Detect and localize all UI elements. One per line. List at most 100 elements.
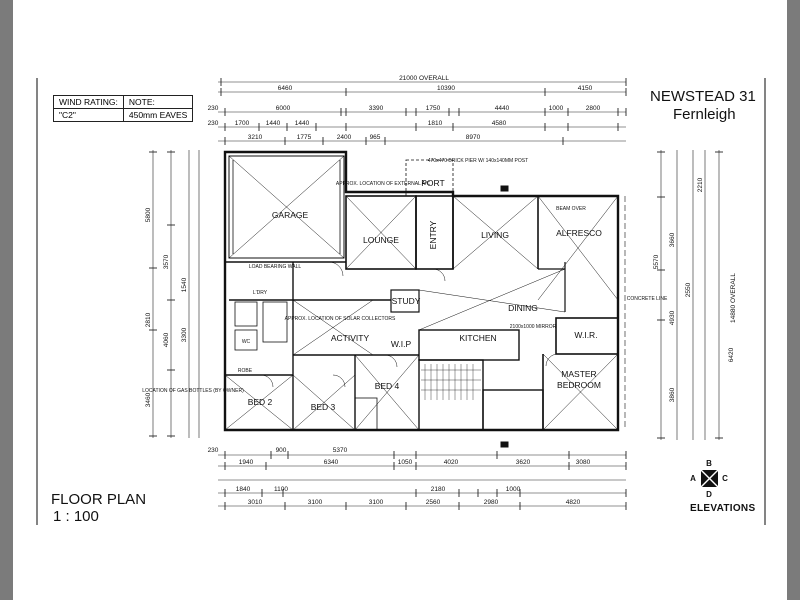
side-dimensions [149, 150, 723, 440]
room-activity: ACTIVITY [331, 333, 370, 343]
dim-top-4e: 2400 [337, 134, 352, 141]
drawing-sheet: 21000 OVERALL 6460 10390 4150 230 6000 3… [13, 0, 787, 600]
room-wir: W.I.R. [574, 330, 597, 340]
dim-bot-2a: 1940 [239, 459, 254, 466]
dim-top-2d: 3390 [369, 105, 384, 112]
dim-bot-3f: 1000 [506, 486, 521, 493]
elevations-label: ELEVATIONS [690, 503, 756, 514]
note-label: NOTE: [122, 95, 194, 109]
top-dimensions [218, 78, 627, 145]
dim-top-2b: 6000 [276, 105, 291, 112]
wind-rating-table: WIND RATING: NOTE: "C2" 450mm EAVES [53, 95, 194, 122]
note-solar: APPROX. LOCATION OF SOLAR COLLECTORS [285, 316, 396, 322]
dim-bot-1e: 5370 [333, 447, 348, 454]
dim-left-2: 5800 [145, 207, 152, 222]
room-wip: W.I.P [391, 339, 412, 349]
dim-top-4f: 965 [370, 134, 381, 141]
note-value: 450mm EAVES [122, 108, 194, 122]
room-master-1: MASTER [561, 369, 596, 379]
compass-c: C [722, 474, 728, 483]
dim-top-3h: 4580 [492, 120, 507, 127]
room-garage: GARAGE [272, 210, 309, 220]
dim-top-3g: 1810 [428, 120, 443, 127]
dim-bot-4a: 3010 [248, 499, 263, 506]
room-master-2: BEDROOM [557, 380, 601, 390]
note-brick-pier: 470x470 BRICK PIER W/ 140x140MM POST [428, 158, 528, 164]
compass-a: A [690, 474, 696, 483]
floor-plan-drawing: 21000 OVERALL 6460 10390 4150 230 6000 3… [36, 75, 766, 525]
dim-bot-1c: 900 [276, 447, 287, 454]
dim-left-5: 2810 [145, 312, 152, 327]
design-name: NEWSTEAD 31 [650, 88, 756, 105]
room-bed2: BED 2 [248, 397, 273, 407]
compass-d: D [706, 490, 712, 499]
dim-left-3: 3570 [163, 254, 170, 269]
dim-bot-3c: 1100 [274, 486, 288, 493]
note-gas: LOCATION OF GAS BOTTLES (BY OWNER) [142, 388, 244, 394]
dim-bot-4c: 3100 [369, 499, 384, 506]
dim-right-5: 4930 [669, 310, 676, 325]
dim-bot-2b: 6340 [324, 459, 339, 466]
dim-top-2h: 4440 [495, 105, 510, 112]
dim-bot-1m: 3080 [576, 459, 591, 466]
dim-right-4: 2550 [685, 282, 692, 297]
dim-left-6: 4060 [163, 332, 170, 347]
walls [223, 150, 626, 448]
dim-top-2f: 1750 [426, 105, 441, 112]
room-alfresco: ALFRESCO [556, 228, 602, 238]
note-beam-over: BEAM OVER [556, 206, 586, 212]
dim-overall-depth: 14880 OVERALL [730, 273, 737, 323]
room-robe: ROBE [238, 368, 253, 374]
dim-top-1a: 6460 [278, 85, 293, 92]
dim-top-2i: 1000 [549, 105, 564, 112]
note-ac: APPROX. LOCATION OF EXTERNAL A/C [336, 181, 431, 187]
dim-top-1c: 4150 [578, 85, 593, 92]
room-kitchen: KITCHEN [459, 333, 496, 343]
dim-right-1: 2210 [697, 177, 704, 192]
dim-bot-4f: 4820 [566, 499, 581, 506]
note-mirror: 2100x1000 MIRROR [510, 324, 557, 330]
note-load-bearing: LOAD BEARING WALL [249, 264, 302, 270]
room-living: LIVING [481, 230, 509, 240]
dim-bot-3b: 1840 [236, 486, 251, 493]
dim-bot-4e: 2980 [484, 499, 499, 506]
note-concrete: CONCRETE LINE [627, 296, 668, 302]
dim-left-7: 3300 [181, 327, 188, 342]
dim-top-2j: 2800 [586, 105, 601, 112]
plan-scale: 1 : 100 [53, 508, 99, 525]
dim-top-4g: 8970 [466, 134, 481, 141]
dim-left-8: 3460 [145, 392, 152, 407]
room-bed4: BED 4 [375, 381, 400, 391]
dim-top-4b: 3210 [248, 134, 263, 141]
dim-right-6: 3860 [669, 387, 676, 402]
dim-bot-3d: 2180 [431, 486, 446, 493]
dim-bot-4b: 3100 [308, 499, 323, 506]
dim-top-2a: 230 [208, 105, 219, 112]
dim-bot-1i: 4020 [444, 459, 459, 466]
dim-bot-1k: 3620 [516, 459, 531, 466]
dim-top-3e: 1440 [295, 120, 310, 127]
room-entry: ENTRY [428, 220, 438, 249]
plan-title: FLOOR PLAN [51, 491, 147, 508]
dim-bot-4d: 2560 [426, 499, 441, 506]
dim-right-2: 3660 [669, 232, 676, 247]
dim-bot-1g: 1050 [398, 459, 413, 466]
design-subname: Fernleigh [673, 106, 736, 123]
compass-b: B [706, 459, 712, 468]
room-porch: PORT [421, 178, 444, 188]
dim-top-3b: 1700 [235, 120, 250, 127]
dim-top-1b: 10390 [437, 85, 455, 92]
dim-right-3: 5570 [653, 254, 660, 269]
wind-rating-label: WIND RATING: [53, 95, 124, 109]
room-study: STUDY [392, 296, 421, 306]
elevation-marker: B A C D [690, 459, 728, 499]
dim-left-4: 1540 [181, 277, 188, 292]
dim-top-4d: 1775 [297, 134, 312, 141]
room-ldry: L'DRY [253, 290, 268, 296]
bottom-dimensions [218, 451, 627, 510]
room-lounge: LOUNGE [363, 235, 399, 245]
dim-top-3a: 230 [208, 120, 219, 127]
dim-bot-1a: 230 [208, 447, 219, 454]
room-dining: DINING [508, 303, 538, 313]
room-bed3: BED 3 [311, 402, 336, 412]
